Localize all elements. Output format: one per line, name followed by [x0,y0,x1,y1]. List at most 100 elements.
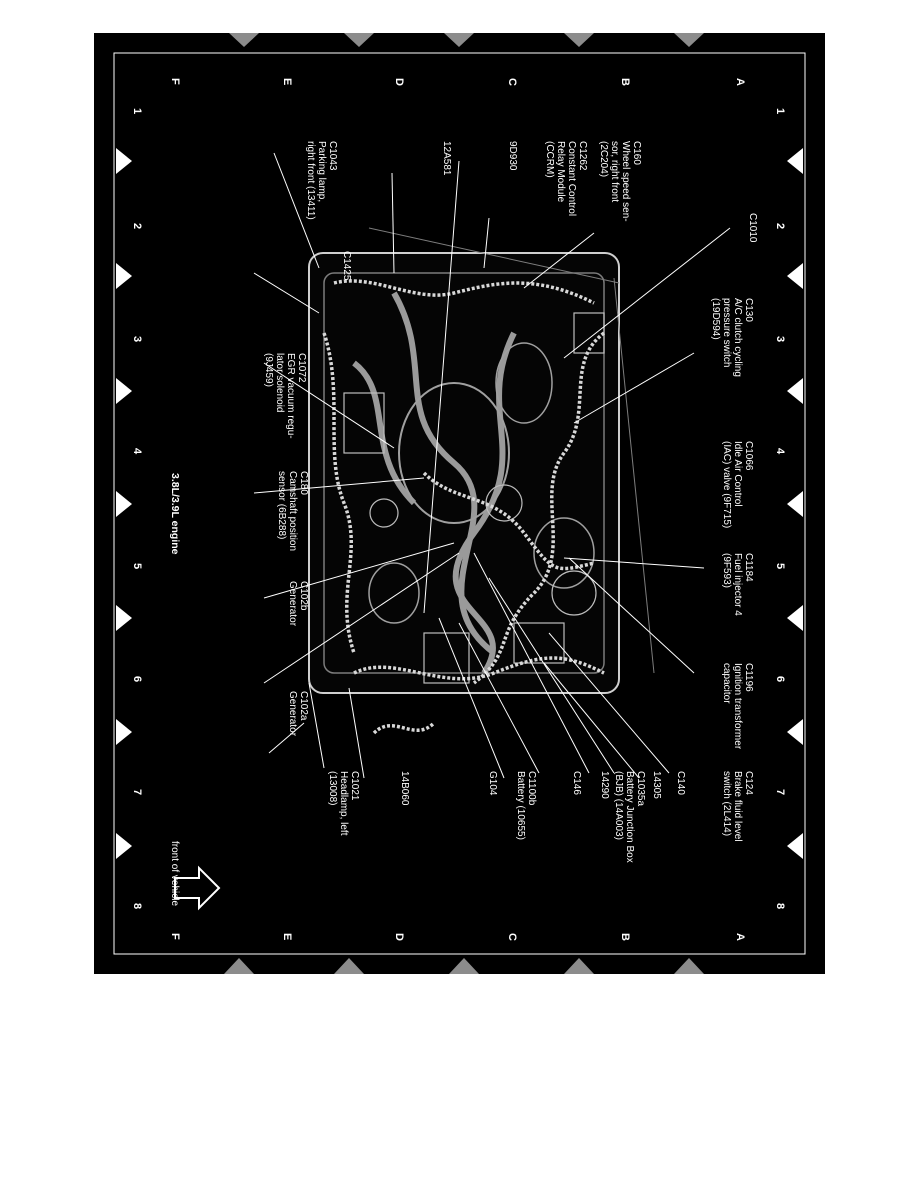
callout-c1043-id: C1043 [327,141,338,171]
callout-c130-id: C130 [743,298,754,322]
callout-c180-desc: Camshaft position [287,471,298,551]
callout-c102b-desc: Generator [287,581,298,627]
callout-c1100b-desc: Battery (10655) [515,771,526,840]
callout-c1072-desc: EGR vacuum regu- [285,353,296,439]
grid-column-4: 4 [774,448,786,455]
callout-c1425-id: C1425 [341,251,352,281]
callout-c180-desc: sensor (6B288) [276,471,287,539]
grid-column-8: 8 [774,903,786,909]
callout-c1066-id: C1066 [743,441,754,471]
callout-c1196-desc: Ignition transformer [732,663,743,750]
callout-c1035a-desc: Battery Junction Box [624,771,635,863]
grid-column-7: 7 [131,789,143,795]
grid-row-F: F [169,933,181,940]
engine-illustration [308,227,655,735]
grid-row-E: E [281,933,293,940]
callout-c1196-id: C1196 [743,663,754,692]
callout-c1072-desc: (9J459) [263,353,274,387]
grid-column-2: 2 [774,223,786,229]
engine-wiring-diagram: 1 2 3 4 5 6 7 8 1 2 3 4 5 6 7 8 A B C D E F A B C D E F [113,33,806,974]
grid-columns-right: 1 2 3 4 5 6 7 8 [774,108,786,909]
callout-c1021-id: C1021 [349,771,360,801]
callout-14290-id: 14290 [599,771,610,799]
grid-rows-bottom: A B C D E F [169,933,746,941]
grid-row-E: E [281,78,293,85]
callout-c1072-desc: lator solenoid [274,353,285,412]
grid-row-F: F [169,78,181,85]
edge-markers-left [116,148,132,859]
callout-c140-id: C140 [675,771,686,795]
grid-row-A: A [734,78,746,86]
callout-c102b-id: C102b [298,581,309,611]
grid-row-B: B [619,78,631,86]
callout-c1035a-desc: (BJB) (14A003) [613,771,624,840]
callout-c1196-desc: capacitor [721,663,732,704]
callout-c1262-desc: Relay Module [555,141,566,203]
grid-column-6: 6 [131,676,143,682]
callout-c130-desc: (19D594) [710,298,721,340]
callout-14305-id: 14305 [651,771,662,799]
callout-c1184-desc: Fuel injector 4 [732,553,743,616]
callout-c124-id: C124 [743,771,754,795]
grid-column-6: 6 [774,676,786,682]
grid-column-7: 7 [774,789,786,795]
callout-c1043-desc: right front (13411) [305,141,316,220]
grid-column-5: 5 [131,563,143,569]
callout-c1010-id: C1010 [747,213,758,243]
callout-c1043-desc: Parking lamp, [316,141,327,202]
callout-c160-desc: (2C204) [598,141,609,177]
grid-row-D: D [393,933,405,941]
callout-c1184-id: C1184 [743,553,754,582]
callout-c1066-desc: Idle Air Control [732,441,743,507]
callout-c124-desc: Brake fluid level [732,771,743,842]
callout-c180-id: C180 [298,471,309,495]
callout-c160-id: C160 [631,141,642,165]
callout-c1066-desc: (IAC) valve (9F715) [721,441,732,528]
callout-c1021-desc: (13008) [327,771,338,805]
grid-row-D: D [393,78,405,86]
callout-c1262-desc: Constant Control [566,141,577,216]
edge-markers-bottom [224,958,704,974]
grid-columns-left: 1 2 3 4 5 6 7 8 [131,108,143,909]
grid-column-1: 1 [131,108,143,114]
grid-row-B: B [619,933,631,941]
callout-c130-desc: pressure switch [721,298,732,367]
callout-c130-desc: A/C clutch cycling [732,298,743,377]
callout-c124-desc: switch (2L414) [721,771,732,836]
grid-column-3: 3 [774,336,786,342]
front-of-vehicle-label: front of vehicle [169,841,180,906]
callout-c1021-desc: Headlamp, left [338,771,349,836]
grid-row-C: C [506,78,518,86]
grid-row-C: C [506,933,518,941]
callout-g104-id: G104 [487,771,498,796]
callout-c1035a-id: C1035a [635,771,646,806]
callout-c1262-desc: (CCRM) [544,141,555,178]
grid-column-8: 8 [131,903,143,909]
diagram-title: 3.8L/3.9L engine [169,473,181,555]
callout-c1100b-id: C1100b [526,771,537,806]
front-of-vehicle-arrow [174,865,221,911]
callout-c1072-id: C1072 [296,353,307,383]
grid-column-5: 5 [774,563,786,569]
diagram-border [113,52,806,955]
grid-column-4: 4 [131,448,143,455]
callout-c102a-id: C102a [298,691,309,721]
diagram-sheet: 1 2 3 4 5 6 7 8 1 2 3 4 5 6 7 8 A B C D E F A B C D E F [94,33,825,974]
grid-column-2: 2 [131,223,143,229]
grid-column-3: 3 [131,336,143,342]
edge-markers-right [787,148,803,859]
callout-c1184-desc: (9F593) [721,553,732,588]
leader-lines [253,152,731,779]
callout-c146-id: C146 [571,771,582,795]
callout-14b060-id: 14B060 [399,771,410,806]
callout-c1262-id: C1262 [577,141,588,171]
edge-markers-top [229,33,704,47]
callout-12a581-id: 12A581 [441,141,452,176]
callout-c102a-desc: Generator [287,691,298,737]
grid-row-A: A [734,933,746,941]
callout-c160-desc: sor, right front [609,141,620,202]
callout-c160-desc: Wheel speed sen- [620,141,631,222]
grid-rows-top: A B C D E F [169,78,746,86]
grid-column-1: 1 [774,108,786,114]
